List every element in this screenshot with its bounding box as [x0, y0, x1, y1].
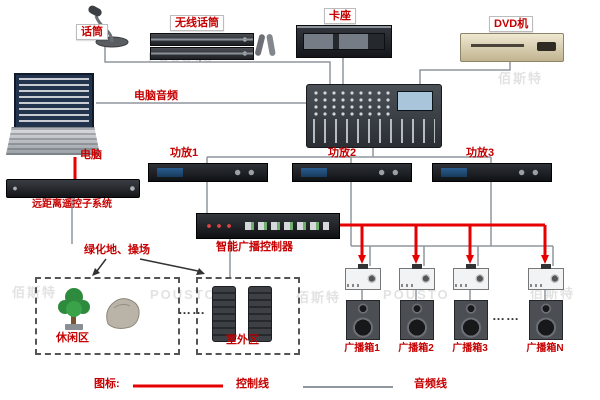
dvd-label: DVD机 — [489, 16, 534, 32]
dvd-player — [460, 33, 564, 62]
mixing-console — [306, 84, 442, 148]
connector — [466, 264, 476, 269]
speaker-n — [529, 300, 563, 340]
broadcast-controller — [196, 213, 340, 239]
watermark: 佰斯特 — [498, 71, 544, 86]
zone-ellipsis: …… — [178, 302, 206, 317]
broadcast-box-device-1 — [345, 264, 381, 290]
cassette-windows — [303, 33, 385, 50]
mixer-knobs — [313, 90, 395, 118]
controller-leds — [205, 222, 235, 230]
speaker-2 — [400, 300, 434, 340]
mic-label: 话筒 — [76, 24, 108, 40]
green-area-label: 绿化地、操场 — [84, 244, 150, 256]
legend-title: 图标: — [94, 378, 120, 390]
amplifier-3-face — [435, 166, 549, 179]
legend-audio-line-label: 音频线 — [414, 378, 447, 390]
outdoor-area-label: 室外区 — [226, 334, 259, 346]
watermark: 佰斯特 — [12, 285, 58, 300]
computer-label: 电脑 — [80, 149, 102, 161]
broadcast-box2-label: 广播箱2 — [398, 343, 434, 354]
broadcast-box3-label: 广播箱3 — [452, 343, 488, 354]
connector — [358, 264, 368, 269]
broadcast-boxN-label: 广播箱N — [526, 343, 564, 354]
mixer-screen — [397, 91, 433, 111]
amplifier-2-face — [295, 166, 409, 179]
column-speaker — [248, 286, 272, 342]
wireless-receiver-unit — [150, 47, 254, 60]
dvd-display — [536, 41, 556, 51]
tree-image — [58, 288, 90, 330]
dvd-tray-slot — [471, 44, 525, 48]
cassette-deck — [296, 25, 392, 58]
amp1-label: 功放1 — [170, 147, 199, 159]
broadcast-box-device-3 — [453, 264, 489, 290]
speaker-3 — [454, 300, 488, 340]
handheld-mics — [255, 34, 276, 56]
legend-control-line-label: 控制线 — [236, 378, 269, 390]
speaker-1 — [346, 300, 380, 340]
broadcast-ellipsis: …… — [492, 308, 520, 323]
column-speaker — [212, 286, 236, 342]
stone-image — [106, 298, 140, 329]
remote-subsystem-label: 远距离遥控子系统 — [32, 199, 112, 210]
watermark: POUSTO — [150, 287, 217, 302]
cassette-label: 卡座 — [324, 8, 356, 24]
laptop-screen — [14, 73, 94, 131]
watermark: 佰斯特 — [296, 290, 342, 305]
amp3-label: 功放3 — [466, 147, 495, 159]
remote-subsystem-rack — [6, 179, 140, 198]
laptop-keyboard — [6, 127, 100, 155]
mixer-faders — [313, 119, 435, 143]
broadcast-box-device-n — [528, 264, 564, 290]
amp2-label: 功放2 — [328, 147, 357, 159]
laptop-screen-content — [19, 78, 89, 126]
controller-label: 智能广播控制器 — [216, 241, 293, 253]
wireless-receiver-unit — [150, 33, 254, 46]
wireless-mic-label: 无线话筒 — [170, 15, 224, 31]
wireless-receivers — [150, 33, 254, 60]
amplifier-1 — [148, 163, 268, 182]
connector — [412, 264, 422, 269]
broadcast-box-device-2 — [399, 264, 435, 290]
outdoor-zone-box — [196, 277, 300, 355]
leisure-area-label: 休闲区 — [56, 332, 89, 344]
computer-audio-label: 电脑音频 — [134, 90, 178, 102]
broadcast-box1-label: 广播箱1 — [344, 343, 380, 354]
amplifier-1-face — [151, 166, 265, 179]
amplifier-2 — [292, 163, 412, 182]
amplifier-3 — [432, 163, 552, 182]
leisure-zone-box — [35, 277, 180, 355]
controller-buttons — [245, 222, 329, 230]
connector — [541, 264, 551, 269]
